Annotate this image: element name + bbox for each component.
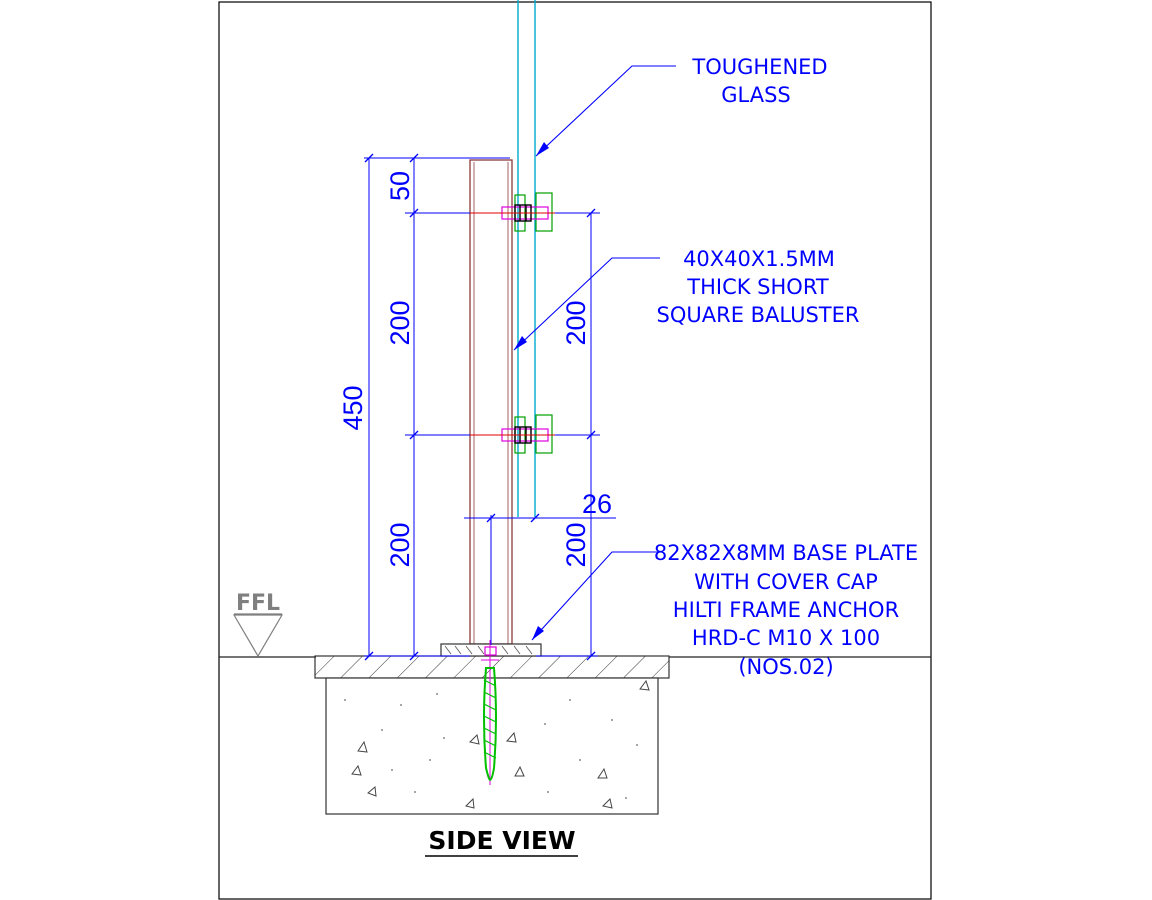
leader-arrowheads [514, 142, 549, 640]
hilti-anchor [481, 640, 499, 785]
svg-text:THICK SHORT: THICK SHORT [686, 275, 829, 299]
svg-text:HILTI FRAME ANCHOR: HILTI FRAME ANCHOR [673, 598, 899, 622]
upper-glass-bolt [410, 192, 597, 232]
toughened-glass-panel [517, 0, 536, 517]
baluster-callout: 40X40X1.5MM THICK SHORT SQUARE BALUSTER [657, 247, 860, 327]
dimension-ticks [364, 153, 596, 661]
base-plate-callout: 82X82X8MM BASE PLATE WITH COVER CAP HILT… [654, 541, 918, 679]
svg-text:(NOS.02): (NOS.02) [738, 655, 833, 679]
dim-left-lower: 200 [385, 522, 415, 567]
svg-text:HRD-C M10 X 100: HRD-C M10 X 100 [692, 626, 880, 650]
dim-top-offset: 50 [385, 171, 415, 201]
svg-text:GLASS: GLASS [721, 83, 790, 107]
dimension-lines [364, 157, 616, 657]
glass-callout: TOUGHENED GLASS [691, 55, 827, 107]
svg-text:WITH COVER CAP: WITH COVER CAP [694, 570, 878, 594]
dim-right-lower: 200 [561, 522, 591, 567]
dim-total-height: 450 [338, 385, 368, 430]
concrete-slab [325, 677, 659, 815]
drawing-border [218, 1, 932, 900]
dim-glass-offset: 26 [582, 489, 612, 519]
ffl-level-marker: FFL [232, 591, 284, 658]
svg-text:FFL: FFL [236, 591, 280, 616]
svg-text:40X40X1.5MM: 40X40X1.5MM [683, 247, 835, 271]
dim-right-upper: 200 [561, 300, 591, 345]
svg-text:TOUGHENED: TOUGHENED [691, 55, 827, 79]
lower-glass-bolt [410, 414, 597, 454]
drawing-title: SIDE VIEW [428, 826, 575, 855]
svg-text:82X82X8MM BASE PLATE: 82X82X8MM BASE PLATE [654, 541, 918, 565]
svg-text:SQUARE BALUSTER: SQUARE BALUSTER [657, 303, 860, 327]
dim-left-upper: 200 [385, 300, 415, 345]
leader-lines [513, 65, 676, 641]
